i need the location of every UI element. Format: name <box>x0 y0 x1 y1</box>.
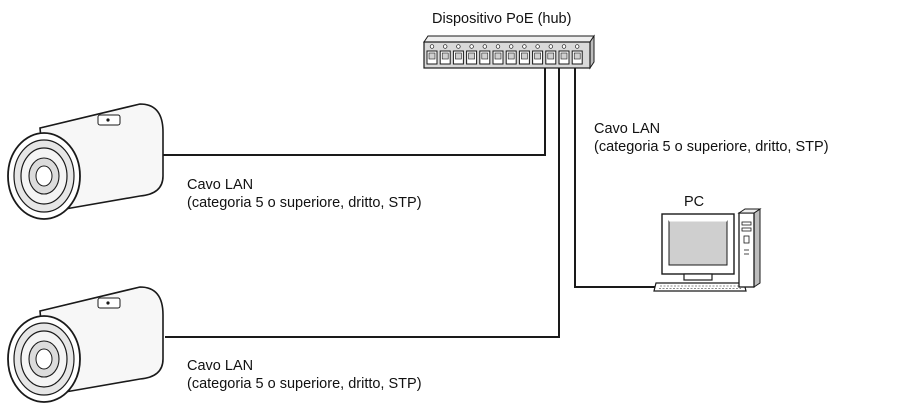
cable-pc-spec: (categoria 5 o superiore, dritto, STP) <box>594 139 829 155</box>
hub-label: Dispositivo PoE (hub) <box>432 11 572 27</box>
camera-2 <box>7 286 164 403</box>
pc-keyboard <box>653 282 747 292</box>
pc-tower-side <box>753 208 761 288</box>
cable-camera2 <box>165 66 560 338</box>
pc <box>653 208 762 292</box>
pc-screen <box>668 220 728 266</box>
cable-camera2-spec: (categoria 5 o superiore, dritto, STP) <box>187 376 422 392</box>
cable-camera2-name: Cavo LAN <box>187 358 254 374</box>
hub-led <box>561 44 567 49</box>
cable-pc-name: Cavo LAN <box>594 121 661 137</box>
camera-body <box>7 103 164 220</box>
hub-led <box>522 44 527 49</box>
hub-led <box>548 44 553 49</box>
hub-led <box>495 44 501 49</box>
hub-led <box>509 44 514 49</box>
hub-top-face <box>423 35 595 43</box>
cable-camera1-spec: (categoria 5 o superiore, dritto, STP) <box>187 195 422 211</box>
hub-led <box>469 44 474 49</box>
hub-led <box>575 44 580 49</box>
poe-hub <box>423 34 595 70</box>
cable-camera1 <box>160 66 546 156</box>
cable-camera1-label: Cavo LAN (categoria 5 o superiore, dritt… <box>187 176 422 212</box>
hub-ports <box>426 44 583 65</box>
hub-led <box>482 44 487 49</box>
cable-camera1-name: Cavo LAN <box>187 177 254 193</box>
connections <box>160 66 658 338</box>
camera-1 <box>7 103 164 220</box>
hub-led <box>429 44 435 49</box>
cable-pc <box>574 66 658 288</box>
camera-body <box>7 286 164 403</box>
hub-led <box>535 44 540 49</box>
cable-camera2-label: Cavo LAN (categoria 5 o superiore, dritt… <box>187 357 422 393</box>
pc-label: PC <box>684 194 705 210</box>
hub-led <box>456 44 461 49</box>
pc-keyboard-keys <box>659 285 741 289</box>
hub-led <box>443 44 448 49</box>
pc-monitor-stand <box>683 273 713 281</box>
cable-pc-label: Cavo LAN (categoria 5 o superiore, dritt… <box>594 120 829 156</box>
